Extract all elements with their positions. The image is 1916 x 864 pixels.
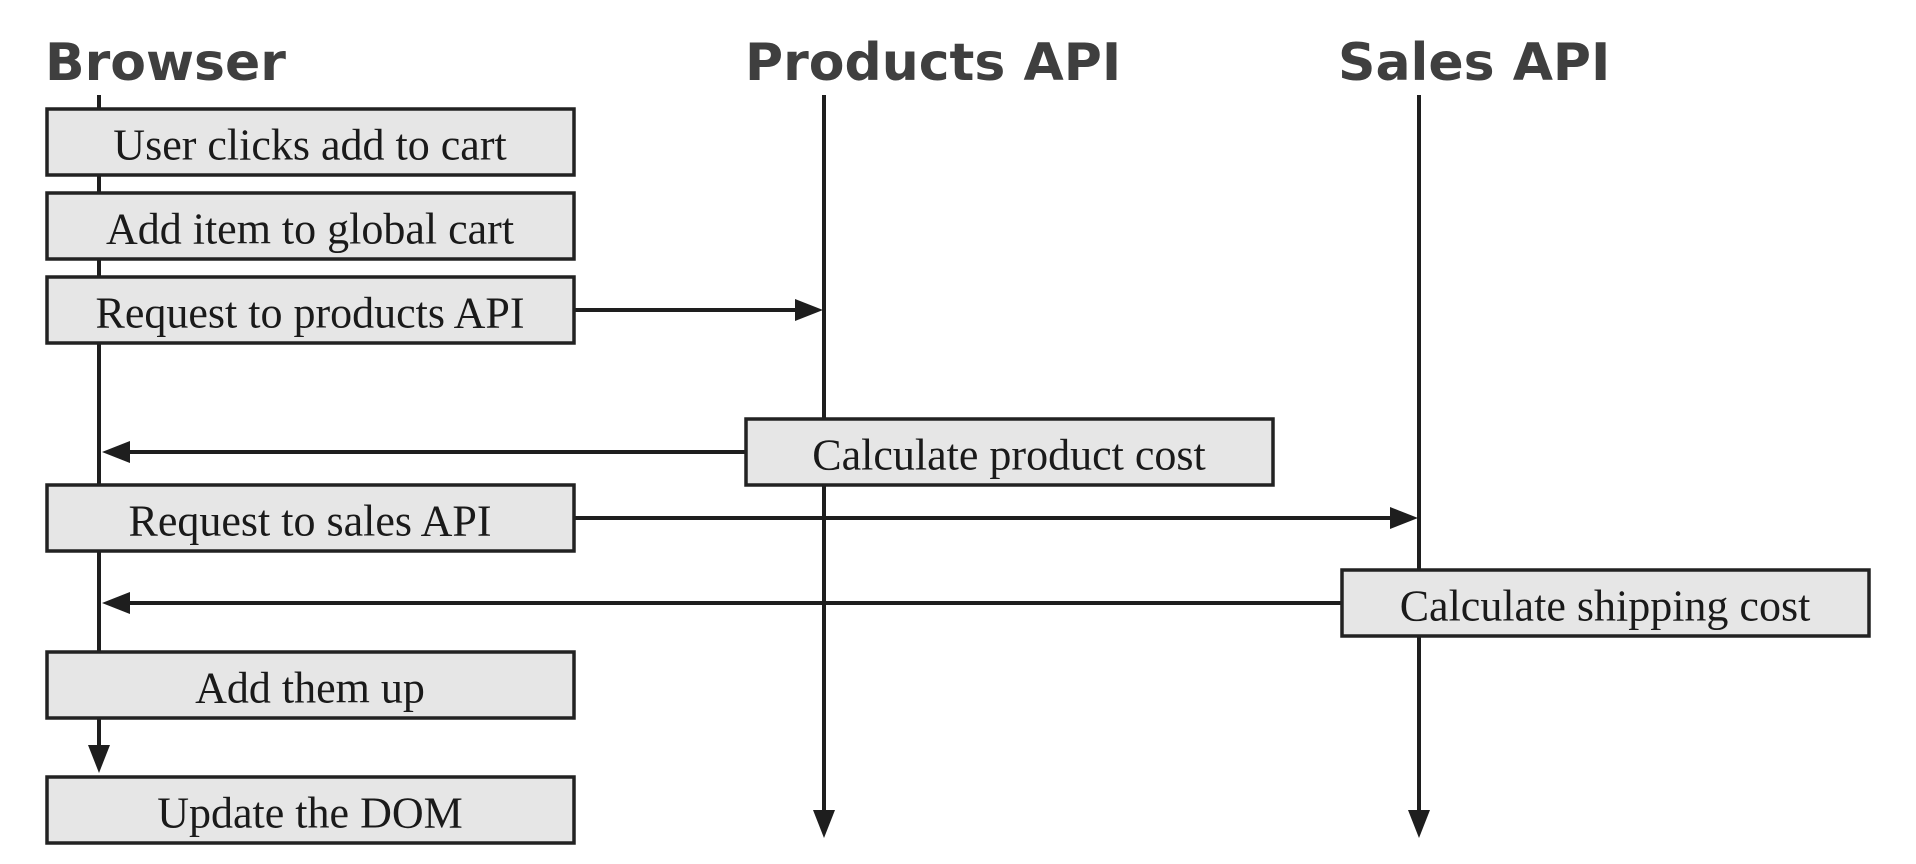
step-label: Update the DOM [157, 789, 463, 838]
step-request-to-sales-api: Request to sales API [45, 483, 576, 553]
arrow-shipping-cost-return-head [102, 592, 130, 614]
lane-title-browser: Browser [45, 33, 286, 93]
lane-title-products-api: Products API [745, 33, 1121, 93]
sales-api-lifeline-arrowhead [1408, 810, 1430, 838]
step-user-clicks-add-to-cart: User clicks add to cart [45, 107, 576, 177]
step-request-to-products-api: Request to products API [45, 275, 576, 345]
step-label: Add item to global cart [106, 205, 514, 254]
arrow-request-to-sales-head [1390, 507, 1418, 529]
step-calculate-shipping-cost: Calculate shipping cost [1340, 568, 1871, 638]
arrow-product-cost-return-head [102, 441, 130, 463]
step-label: Request to products API [96, 289, 525, 338]
step-label: Calculate product cost [812, 431, 1205, 480]
step-label: Add them up [195, 664, 425, 713]
step-add-item-to-global-cart: Add item to global cart [45, 191, 576, 261]
browser-lifeline-arrowhead [88, 745, 110, 773]
products-api-lifeline-arrowhead [813, 810, 835, 838]
step-update-the-dom: Update the DOM [45, 775, 576, 845]
step-label: User clicks add to cart [113, 121, 506, 170]
step-label: Calculate shipping cost [1400, 582, 1811, 631]
arrow-request-to-products-head [795, 299, 823, 321]
step-calculate-product-cost: Calculate product cost [744, 417, 1275, 487]
lane-title-sales-api: Sales API [1338, 33, 1610, 93]
step-label: Request to sales API [129, 497, 492, 546]
step-add-them-up: Add them up [45, 650, 576, 720]
